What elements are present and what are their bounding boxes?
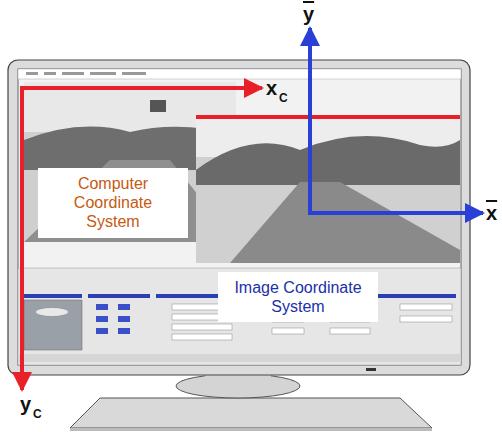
image-top-edge [196, 115, 460, 119]
menu-item [90, 72, 116, 75]
button [118, 316, 130, 322]
road [230, 182, 460, 263]
buttons [96, 304, 130, 334]
field [400, 316, 452, 322]
button [118, 304, 130, 310]
menu-items [26, 72, 146, 75]
box-title: Image Coordinate System [226, 278, 370, 316]
menu-item [62, 72, 84, 75]
field [272, 328, 304, 334]
button [96, 316, 108, 322]
menu-item [122, 72, 146, 75]
thumbnail-shape [36, 308, 68, 316]
axis-label: y [303, 4, 314, 24]
panel-header [24, 294, 82, 298]
field [172, 324, 232, 330]
trees [196, 136, 460, 185]
field [400, 304, 452, 310]
axis-subscript: C [279, 92, 288, 104]
yc-axis [20, 86, 24, 390]
button [96, 328, 108, 334]
field [172, 334, 232, 340]
panel-header [88, 294, 150, 298]
field [330, 328, 370, 334]
monitor-base-edge [70, 428, 432, 431]
thumbnail [24, 300, 82, 350]
menu-item [44, 72, 56, 75]
button [96, 304, 108, 310]
y-bar-axis [308, 28, 312, 215]
xc-axis [22, 86, 262, 90]
screen [18, 69, 461, 365]
monitor-bezel [8, 60, 470, 375]
control-panel [18, 268, 461, 365]
menu-bar [18, 69, 461, 79]
status-bar [18, 354, 461, 362]
axis-subscript: C [33, 408, 42, 420]
menu-item [26, 72, 38, 75]
building [150, 100, 166, 112]
box-title: Computer Coordinate System [46, 174, 180, 232]
monitor-base [70, 398, 432, 428]
right-photo [196, 117, 460, 263]
button [118, 328, 130, 334]
power-light [366, 368, 376, 371]
axis-label: x [486, 203, 497, 223]
axis-label: x [266, 78, 277, 98]
axis-label: y [20, 394, 31, 414]
label-box: Computer Coordinate System [38, 168, 188, 238]
x-bar-axis [308, 211, 483, 215]
label-box: Image Coordinate System [218, 272, 378, 322]
